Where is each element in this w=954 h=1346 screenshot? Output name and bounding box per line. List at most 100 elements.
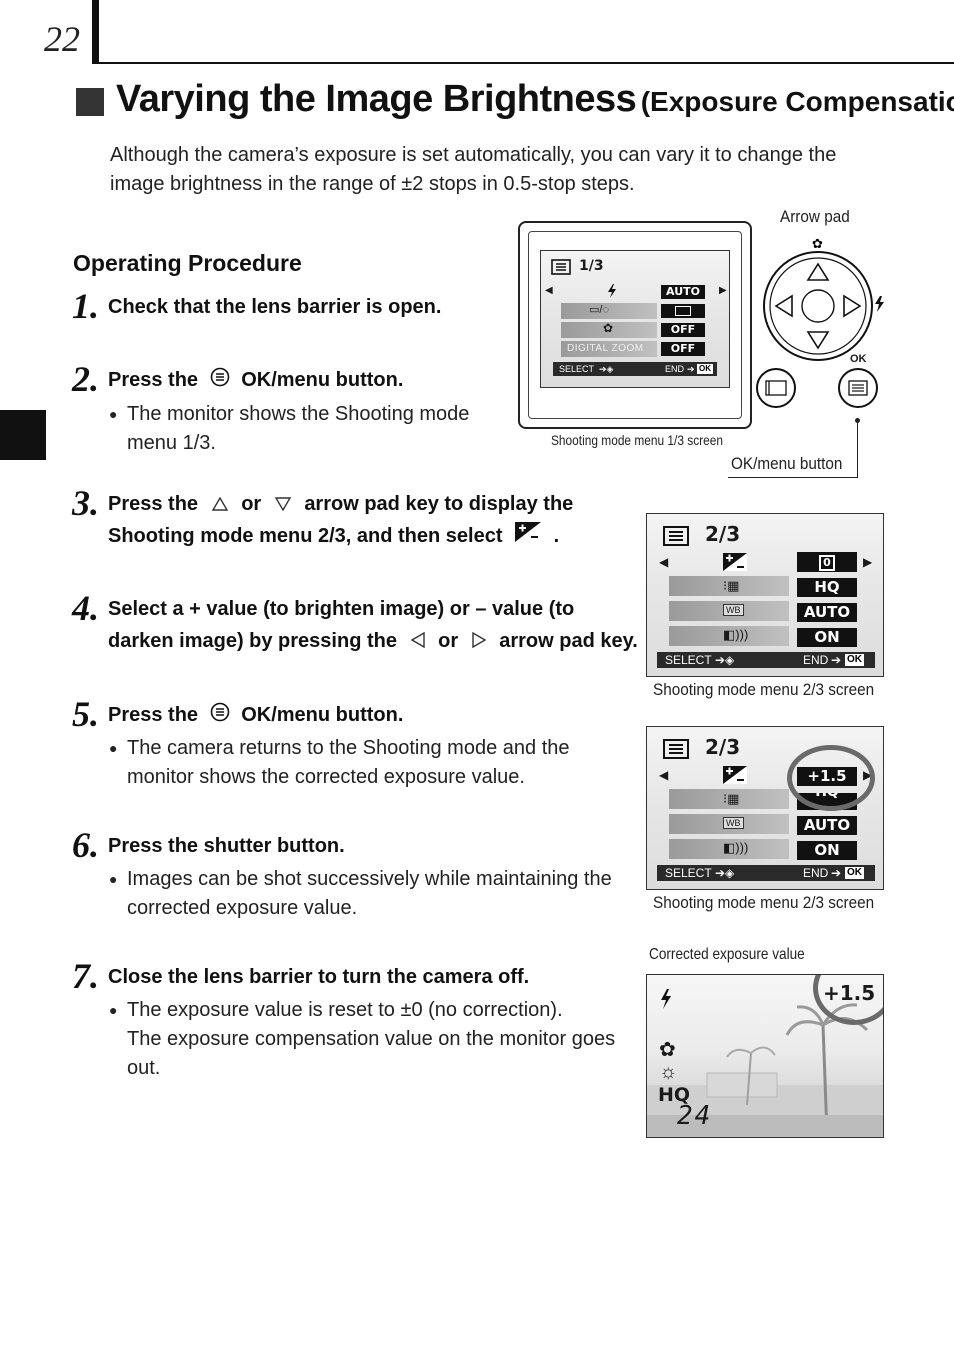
shooting-monitor-screen: ✿ ☼ HQ 24 +1.5 <box>646 974 884 1138</box>
menu-icon <box>663 739 689 759</box>
step-5-bullet-text: The camera returns to the Shooting mode … <box>127 737 570 788</box>
step-1-number: 1. <box>72 286 99 326</box>
step-2-bullet: ● The monitor shows the Shooting mode me… <box>109 400 497 458</box>
quality-value: HQ <box>797 578 857 597</box>
wb-value: AUTO <box>797 603 857 622</box>
menu-footer-bar: SELECT ➔◈ END ➔ OK <box>657 652 875 668</box>
exposure-value: 0 <box>797 552 857 572</box>
step-3-period: . <box>553 525 560 547</box>
drive-value <box>661 304 705 318</box>
menu-2-3-screen-corrected: 2/3 ◀ ▶ +1.5 ⁝▦ HQ WB AUTO ◧))) ON SELEC… <box>646 726 884 890</box>
step-1-text: Check that the lens barrier is open. <box>108 296 442 318</box>
highlight-circle <box>787 745 875 811</box>
exposure-value-text: 0 <box>819 554 835 571</box>
bullet-dot: ● <box>109 406 118 422</box>
single-frame-icon <box>675 306 691 316</box>
step-4-pre: darken image) by pressing the <box>108 630 397 652</box>
beep-icon: ◧))) <box>723 627 749 642</box>
procedure-heading: Operating Procedure <box>73 250 302 276</box>
menu-right-arrow-icon: ▶ <box>719 285 727 296</box>
step-7-number: 7. <box>72 956 99 996</box>
menu-footer-bar: SELECT ➔◈ END ➔ OK <box>657 865 875 881</box>
step-3-or: or <box>241 493 262 515</box>
menu-1-3-screen: 1/3 ◀ ▶ AUTO ▭/◌ ✿ OFF DIGITAL ZOOM OFF … <box>540 250 730 388</box>
header-bar <box>92 0 99 64</box>
macro-row-icon-cell: ✿ <box>561 321 657 338</box>
menu-page-label: 1/3 <box>579 258 604 274</box>
arrow-down-icon <box>274 489 291 521</box>
macro-small-icon: ✿ <box>812 237 823 252</box>
step-2-number: 2. <box>72 359 99 399</box>
step-3-post: arrow pad key to display the <box>304 493 574 515</box>
intro-paragraph: Although the camera’s exposure is set au… <box>110 144 837 195</box>
step-7-bullet: ● The exposure value is reset to ±0 (no … <box>109 996 627 1083</box>
digital-zoom-row: DIGITAL ZOOM <box>561 341 657 357</box>
menu-footer-bar: SELECT ➔◈ END ➔ OK <box>553 362 717 376</box>
flash-row-icon-cell <box>561 284 657 299</box>
corrected-exposure-label: Corrected exposure value <box>649 946 805 963</box>
arrow-up-icon <box>211 489 228 521</box>
quality-indicator: HQ <box>658 1084 691 1106</box>
menu-page-label: 2/3 <box>705 522 741 546</box>
end-arrow-icon: ➔ <box>831 653 842 667</box>
menu-left-arrow-icon: ◀ <box>659 555 669 569</box>
flash-icon <box>608 284 616 298</box>
figure1-caption: Shooting mode menu 1/3 screen <box>551 432 724 448</box>
menu-left-arrow-icon: ◀ <box>659 768 669 782</box>
quality-row-icon-cell: ⁝▦ <box>669 789 789 809</box>
ok-callout-dot <box>855 418 860 423</box>
select-arrow-icon: ➔◈ <box>715 866 735 880</box>
menu-right-arrow-icon: ▶ <box>863 555 873 569</box>
step-3-line2: Shooting mode menu 2/3, and then select … <box>108 520 559 553</box>
step-3-pre: Press the <box>108 493 199 515</box>
monitor-inner-frame <box>528 231 742 419</box>
step-4-number: 4. <box>72 588 99 628</box>
bullet-dot: ● <box>109 871 118 887</box>
menu-left-arrow-icon: ◀ <box>545 285 553 296</box>
step-4-or: or <box>438 630 459 652</box>
exposure-comp-icon <box>514 521 542 553</box>
menu-header: 1/3 <box>549 257 639 277</box>
end-label: END <box>803 653 829 667</box>
ok-callout-line <box>857 420 858 478</box>
sun-icon: ☼ <box>659 1061 678 1083</box>
step-5-number: 5. <box>72 694 99 734</box>
exposure-comp-icon <box>723 553 747 571</box>
step-2-text: Press the OK/menu button. <box>108 364 403 397</box>
step-2-post: OK/menu button. <box>241 369 404 391</box>
step-4-line1: Select a + value (to brighten image) or … <box>108 598 575 620</box>
wb-value: AUTO <box>797 816 857 835</box>
beep-icon: ◧))) <box>723 840 749 855</box>
figure3-caption: Shooting mode menu 2/3 screen <box>653 893 875 912</box>
arrow-pad-diagram: ✿ <box>756 237 884 408</box>
page-title: Varying the Image Brightness (Exposure C… <box>116 78 954 121</box>
end-arrow-icon: ➔ <box>831 866 842 880</box>
bullet-dot: ● <box>109 740 118 756</box>
menu-icon <box>663 526 689 546</box>
ok-badge: OK <box>697 364 713 374</box>
palm-scene-illustration <box>647 1003 883 1137</box>
step-5-bullet: ● The camera returns to the Shooting mod… <box>109 734 607 792</box>
select-arrow-icon: ➔◈ <box>599 364 614 374</box>
title-main: Varying the Image Brightness <box>116 78 637 120</box>
header-rule <box>99 62 954 64</box>
wb-icon: WB <box>723 817 744 829</box>
title-bullet-square <box>76 88 104 116</box>
select-arrow-icon: ➔◈ <box>715 653 735 667</box>
flash-small-icon <box>875 296 884 312</box>
end-arrow-icon: ➔ <box>687 364 695 374</box>
page-number: 22 <box>44 19 80 59</box>
step-5-text: Press the OK/menu button. <box>108 699 403 732</box>
macro-icon: ✿ <box>603 321 614 335</box>
step-3-line1: Press the or arrow pad key to display th… <box>108 488 573 521</box>
macro-icon: ✿ <box>659 1039 676 1061</box>
beep-row-icon-cell: ◧))) <box>669 839 789 859</box>
step-6-bullet-text: Images can be shot successively while ma… <box>127 868 612 919</box>
flash-icon <box>661 989 671 1009</box>
step-4-line2: darken image) by pressing the or arrow p… <box>108 625 638 658</box>
drive-mode-icon: ▭/◌ <box>589 304 609 316</box>
frames-remaining: 24 <box>677 1101 713 1131</box>
step-6-text: Press the shutter button. <box>108 835 345 857</box>
ok-button-label: OK/menu button <box>731 454 843 473</box>
drive-row-icon-cell: ▭/◌ <box>561 303 657 319</box>
